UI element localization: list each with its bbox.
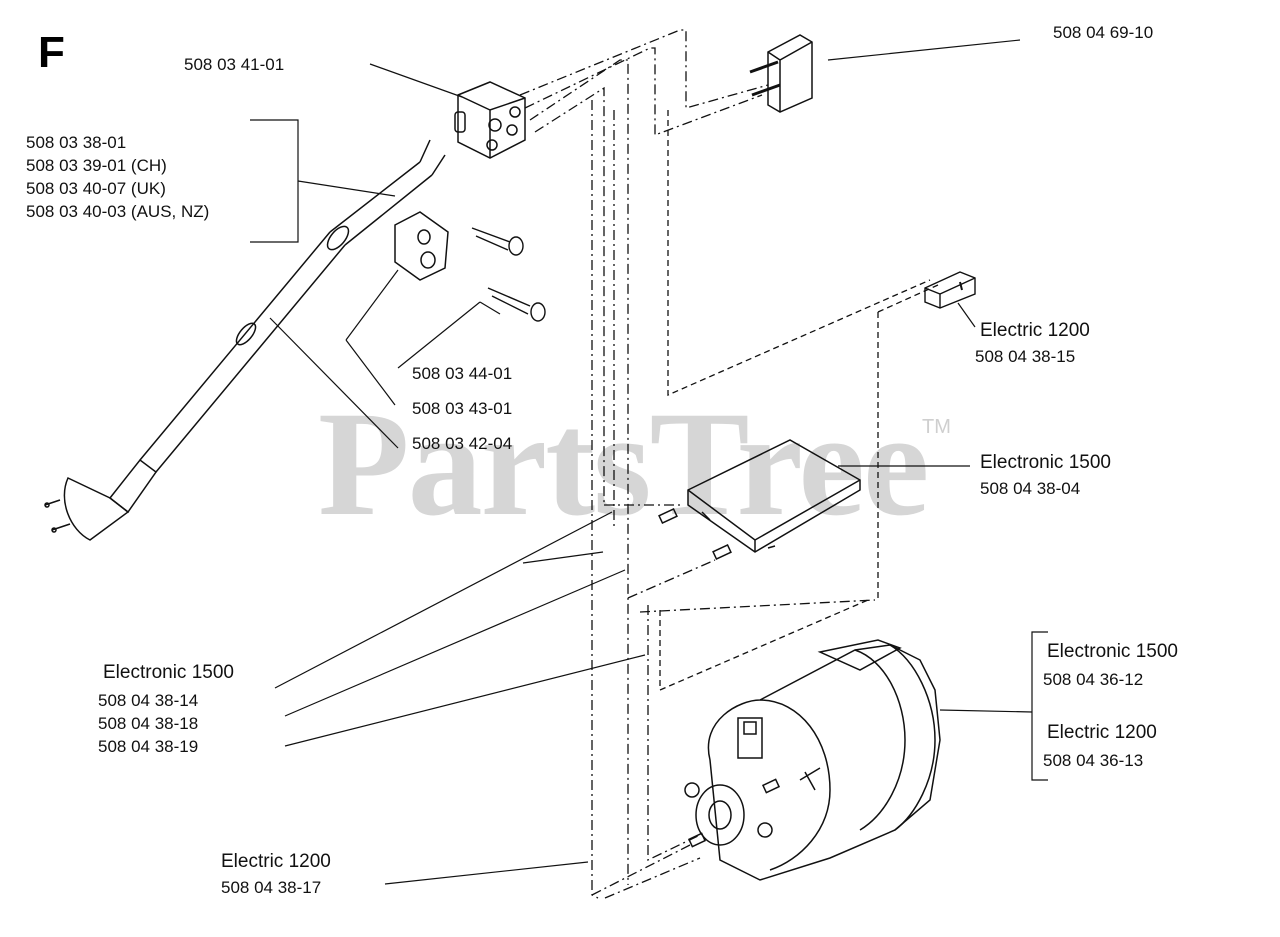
label-cord-4: 508 03 40-03 (AUS, NZ) (26, 202, 210, 221)
watermark-tm: TM (922, 416, 951, 438)
label-motor-model-a: Electronic 1500 (1047, 641, 1178, 662)
power-cord (44, 139, 446, 541)
label-wires-part-3: 508 04 38-19 (98, 737, 199, 756)
label-wire-1200-model: Electric 1200 (221, 851, 331, 872)
section-letter: F (38, 28, 65, 77)
label-wires-part-2: 508 04 38-18 (98, 714, 199, 733)
label-motor-part-a: 508 04 36-12 (1043, 670, 1144, 689)
label-cord-2: 508 03 39-01 (CH) (26, 156, 167, 175)
motor-drawing (684, 639, 941, 881)
label-motor-part-b: 508 04 36-13 (1043, 751, 1144, 770)
label-cord-1: 508 03 38-01 (26, 133, 127, 152)
label-screws: 508 03 44-01 (412, 364, 513, 383)
label-plug-box: 508 04 69-10 (1053, 23, 1154, 42)
label-board-model: Electronic 1500 (980, 452, 1111, 473)
switch-drawing (454, 81, 526, 159)
label-group-cord: 508 03 38-01 508 03 39-01 (CH) 508 03 40… (26, 131, 209, 223)
label-board-part: 508 04 38-04 (980, 479, 1081, 498)
label-cord-3: 508 03 40-07 (UK) (26, 179, 166, 198)
screws-drawing (471, 227, 546, 322)
leader-lines (250, 39, 1048, 885)
watermark: PartsTree (318, 381, 929, 547)
wiring-harness (519, 29, 876, 899)
dashed-wire-1200 (659, 110, 939, 691)
label-wire-1200-part: 508 04 38-17 (221, 878, 322, 897)
label-connector-part: 508 04 38-15 (975, 347, 1076, 366)
board-drawing (658, 439, 861, 561)
label-wires-model: Electronic 1500 (103, 662, 234, 683)
connector-drawing (924, 271, 976, 309)
label-plate: 508 03 43-01 (412, 399, 513, 418)
label-wires-part-1: 508 04 38-14 (98, 691, 199, 710)
label-switch: 508 03 41-01 (184, 55, 285, 74)
label-sleeve: 508 03 42-04 (412, 434, 513, 453)
plug-box-drawing (749, 34, 813, 113)
label-connector-model: Electric 1200 (980, 320, 1090, 341)
plate-drawing (394, 211, 449, 281)
label-motor-model-b: Electric 1200 (1047, 722, 1157, 743)
